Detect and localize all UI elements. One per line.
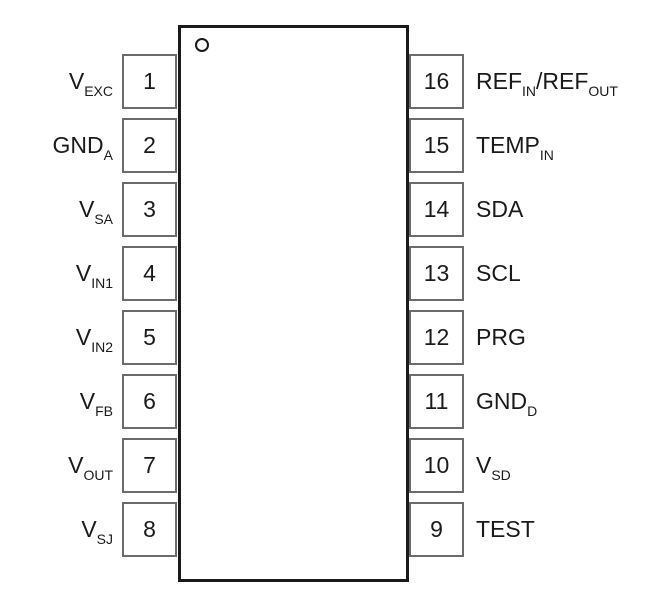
pin-6-box: 6	[122, 374, 177, 429]
pin-11-box: 11	[409, 374, 464, 429]
pin-3-subscript: SA	[94, 211, 113, 227]
pin-4-number: 4	[143, 260, 156, 286]
pin-16-name: REF	[476, 68, 522, 94]
pin-1-label: VEXC	[68, 68, 113, 99]
pin-13-name: SCL	[476, 260, 521, 286]
pin-6-label: VFB	[79, 388, 113, 419]
pin-16-number: 16	[423, 68, 450, 94]
pin-9-label: TEST	[476, 518, 535, 541]
pin-6-number: 6	[143, 388, 156, 414]
pin-9-name: TEST	[476, 516, 535, 542]
pin-3-label: VSA	[78, 196, 113, 227]
pin-16-subscript-2: OUT	[588, 83, 618, 99]
pin-11-label: GNDD	[476, 388, 537, 419]
pin-4-name: V	[75, 260, 92, 286]
pin-3-name: V	[78, 196, 95, 222]
pin-5-box: 5	[122, 310, 177, 365]
pin-15-name: TEMP	[476, 132, 540, 158]
pin-8-name: V	[81, 516, 97, 542]
pin-7-box: 7	[122, 438, 177, 493]
pin-14-name: SDA	[476, 196, 524, 222]
pin-2-name: GND	[52, 132, 104, 158]
pin-6-name: V	[79, 388, 96, 414]
pin-3-box: 3	[122, 182, 177, 237]
ic-package-body	[178, 25, 409, 582]
pin-15-subscript: IN	[539, 147, 554, 163]
pin-15-number: 15	[423, 132, 450, 158]
pin-1-name: V	[68, 68, 85, 94]
pin-2-number: 2	[143, 132, 156, 158]
pin-1-number: 1	[143, 68, 156, 94]
pin-10-label: VSD	[476, 452, 511, 483]
pin-4-box: 4	[122, 246, 177, 301]
pin-13-box: 13	[409, 246, 464, 301]
pin-13-label: SCL	[476, 262, 521, 285]
pin-1-box: 1	[122, 54, 177, 109]
pin-2-subscript: A	[103, 147, 113, 163]
pin-10-subscript: SD	[491, 467, 511, 483]
pin-5-subscript: IN2	[91, 339, 113, 355]
pin-7-subscript: OUT	[83, 467, 113, 483]
pin-3-number: 3	[143, 196, 156, 222]
pin-11-number: 11	[424, 388, 449, 414]
pin-5-label: VIN2	[75, 324, 113, 355]
pin-15-box: 15	[409, 118, 464, 173]
pin-2-box: 2	[122, 118, 177, 173]
pin-7-name: V	[68, 452, 84, 478]
pin1-orientation-mark	[195, 38, 209, 52]
pin-11-name: GND	[476, 388, 528, 414]
pin-12-number: 12	[423, 324, 450, 350]
pin-12-name: PRG	[476, 324, 526, 350]
pin-4-label: VIN1	[75, 260, 113, 291]
pin-8-number: 8	[143, 516, 156, 542]
pin-16-label: REFIN/REFOUT	[476, 68, 618, 99]
pin-2-label: GNDA	[52, 132, 113, 163]
pin-7-number: 7	[143, 452, 156, 478]
pin-8-box: 8	[122, 502, 177, 557]
pin-15-label: TEMPIN	[476, 132, 554, 163]
pin-9-number: 9	[430, 516, 443, 542]
pin-14-label: SDA	[476, 198, 523, 221]
pin-4-subscript: IN1	[91, 275, 113, 291]
pin-1-subscript: EXC	[84, 83, 113, 99]
pin-13-number: 13	[423, 260, 450, 286]
pin-5-number: 5	[143, 324, 156, 350]
pin-16-subscript: IN	[522, 83, 536, 99]
pin-10-box: 10	[409, 438, 464, 493]
pin-5-name: V	[75, 324, 92, 350]
pin-12-label: PRG	[476, 326, 526, 349]
pin-14-box: 14	[409, 182, 464, 237]
pin-12-box: 12	[409, 310, 464, 365]
pin-10-name: V	[476, 452, 492, 478]
pin-8-subscript: SJ	[96, 531, 113, 547]
pin-16-name-2: /REF	[536, 68, 589, 94]
pin-10-number: 10	[423, 452, 450, 478]
pin-7-label: VOUT	[68, 452, 113, 483]
pin-16-box: 16	[409, 54, 464, 109]
pin-8-label: VSJ	[81, 516, 113, 547]
pin-14-number: 14	[423, 196, 450, 222]
pin-6-subscript: FB	[95, 403, 113, 419]
pin-9-box: 9	[409, 502, 464, 557]
pin-11-subscript: D	[527, 403, 538, 419]
